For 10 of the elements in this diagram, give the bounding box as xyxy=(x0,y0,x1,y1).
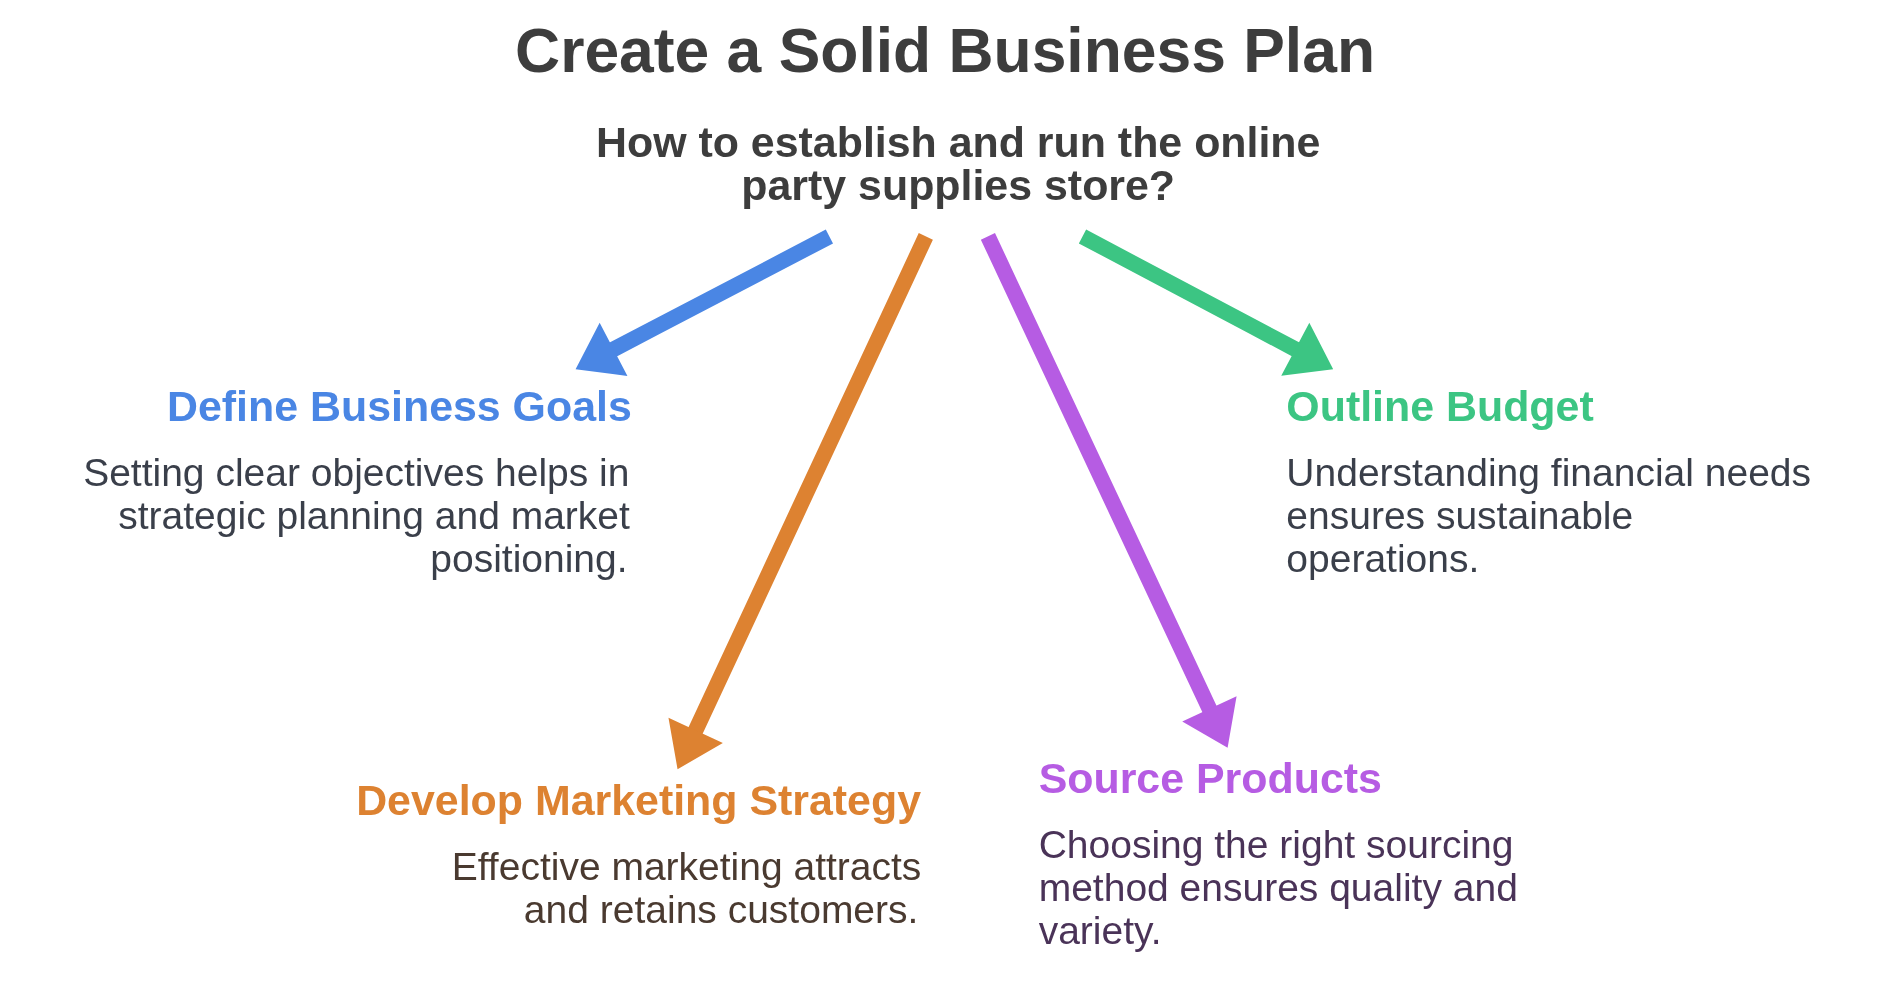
diagram-title: Create a Solid Business Plan xyxy=(515,15,1376,85)
node-text: Develop Marketing Strategy Effective marketing attracts and retains customers. xyxy=(356,775,922,931)
node-text: Outline Budget Understanding financial needs ensures sustainable operations. xyxy=(1286,381,1812,580)
arrow xyxy=(668,233,933,770)
node-text: Define Business Goals Setting clear objectives helps in strategic planning and market positioning. xyxy=(83,381,632,580)
arrow xyxy=(980,233,1237,748)
node-text: How to establish and run the online party supplies store? xyxy=(596,118,1321,210)
arrow xyxy=(1078,229,1334,376)
node-text: Source Products Choosing the right sourcing method ensures quality and variety. xyxy=(1038,754,1518,953)
arrow xyxy=(575,229,833,376)
